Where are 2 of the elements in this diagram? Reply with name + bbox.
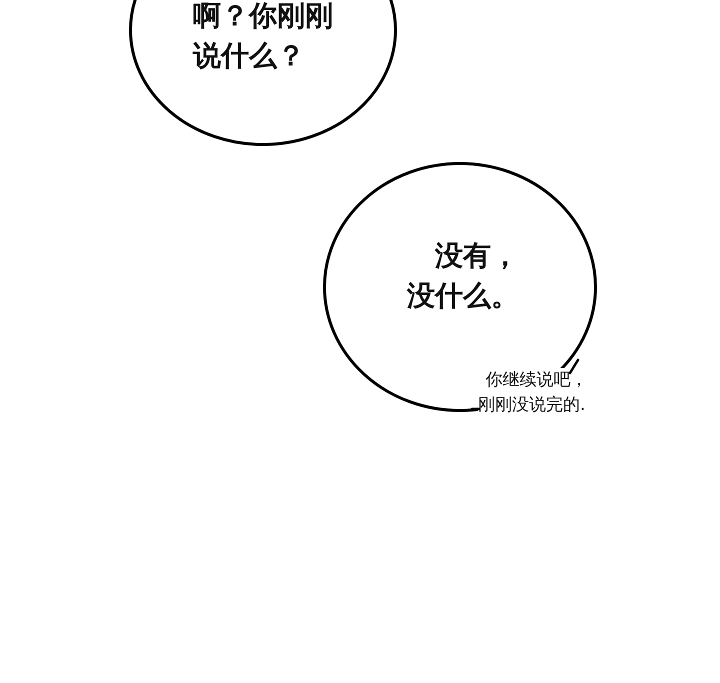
- dialogue-text: 啊？你刚刚说什么？: [193, 0, 334, 74]
- dialogue-text: 没有，没什么。: [407, 238, 520, 314]
